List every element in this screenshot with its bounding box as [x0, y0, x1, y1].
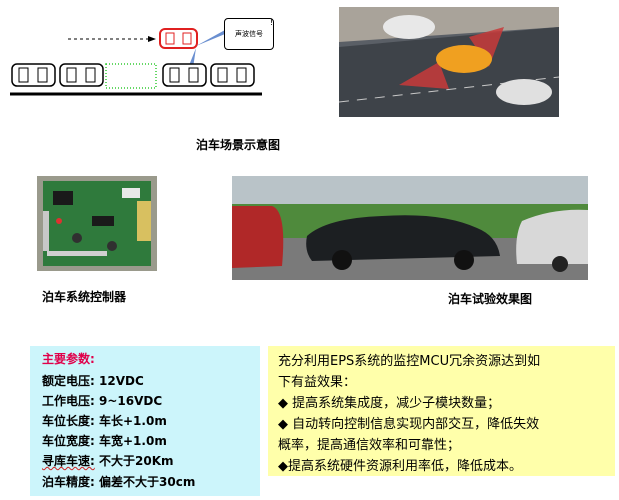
param-label: 工作电压:	[42, 394, 95, 408]
param-label: 车位长度:	[42, 414, 95, 428]
param-value: 车宽+1.0m	[99, 434, 167, 448]
param-rated-voltage: 额定电压: 12VDC	[42, 372, 144, 389]
param-value: 车长+1.0m	[99, 414, 167, 428]
callout-mark: !	[270, 18, 274, 27]
sonar-signal-callout: 声波信号	[224, 18, 274, 50]
param-value: 偏差不大于30cm	[99, 475, 196, 489]
parameters-title: 主要参数:	[42, 352, 95, 366]
param-label: 额定电压:	[42, 374, 95, 388]
param-search-speed: 寻库车速: 不大于20Km	[42, 452, 174, 469]
benefit-line: ◆ 提高系统集成度，减少子模块数量；	[278, 396, 501, 411]
parked-car	[11, 63, 56, 87]
benefit-line: ◆提高系统硬件资源利用率低，降低成本。	[278, 459, 522, 474]
sonar-beam-lower	[188, 48, 196, 68]
controller-caption: 泊车系统控制器	[42, 290, 127, 304]
param-value: 不大于20Km	[99, 454, 174, 468]
benefit-line: 下有益效果：	[278, 375, 357, 390]
main-parameters-box: 主要参数: 额定电压: 12VDC 工作电压: 9~16VDC 车位长度: 车长…	[30, 346, 260, 496]
parked-car	[162, 63, 207, 87]
benefit-line: ◆ 自动转向控制信息实现内部交互，降低失效	[278, 417, 540, 432]
motion-arrow-head	[148, 36, 156, 42]
param-label: 泊车精度:	[42, 475, 95, 489]
benefits-box: 充分利用EPS系统的监控MCU冗余资源达到如 下有益效果： ◆ 提高系统集成度，…	[268, 346, 615, 476]
target-car	[159, 28, 198, 49]
parked-car	[59, 63, 104, 87]
param-slot-width: 车位宽度: 车宽+1.0m	[42, 432, 167, 449]
sonar-beam-upper	[196, 30, 225, 46]
param-parking-accuracy: 泊车精度: 偏差不大于30cm	[42, 473, 195, 490]
param-label: 车位宽度:	[42, 434, 95, 448]
benefit-line: 概率，提高通信效率和可靠性；	[278, 438, 461, 453]
param-working-voltage: 工作电压: 9~16VDC	[42, 392, 162, 409]
callout-text: 声波信号	[235, 30, 263, 38]
parking-simulation-image	[339, 7, 559, 117]
controller-board-image	[37, 176, 157, 271]
param-value: 9~16VDC	[99, 394, 163, 408]
test-caption: 泊车试验效果图	[448, 292, 533, 306]
parking-scene-diagram	[10, 28, 262, 96]
param-slot-length: 车位长度: 车长+1.0m	[42, 412, 167, 429]
parking-test-image	[232, 176, 588, 280]
benefit-line: 充分利用EPS系统的监控MCU冗余资源达到如	[278, 354, 541, 369]
param-value: 12VDC	[99, 374, 144, 388]
param-label: 寻库车速:	[42, 454, 95, 468]
empty-parking-slot	[105, 63, 157, 89]
parked-car	[210, 63, 255, 87]
scene-caption: 泊车场景示意图	[196, 138, 281, 152]
